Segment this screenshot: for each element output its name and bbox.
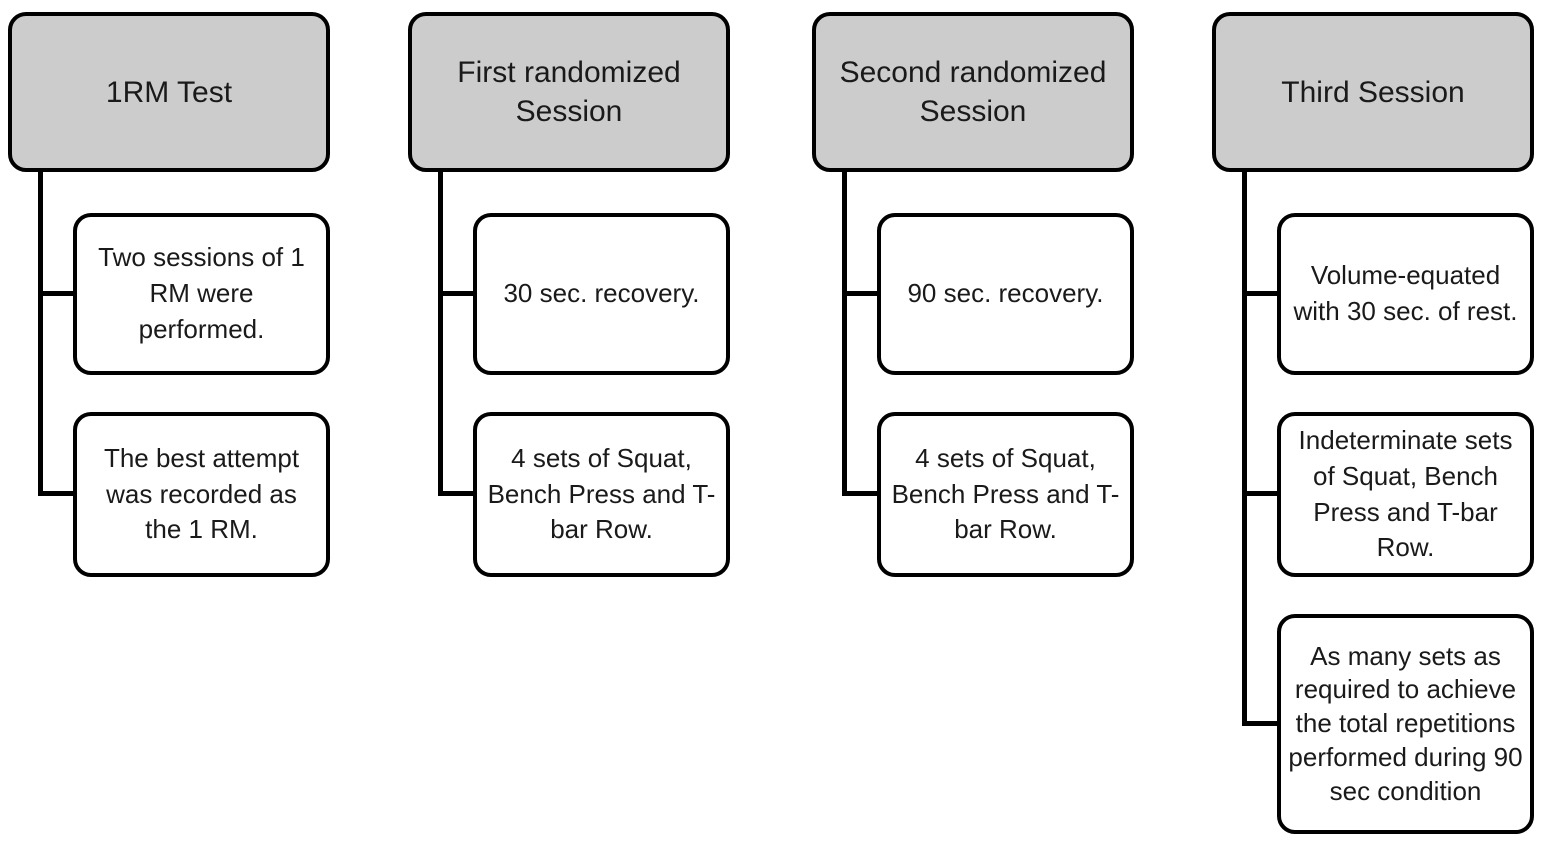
- header-label: Second randomized Session: [839, 56, 1107, 128]
- header-box-second-randomized-session: Second randomized Session: [812, 12, 1134, 172]
- column-second-randomized-session: Second randomized Session 90 sec. recove…: [812, 0, 1134, 849]
- connector-stub: [438, 291, 476, 296]
- connector-vertical-line: [438, 168, 443, 496]
- child-box-volume-equated: Volume-equated with 30 sec. of rest.: [1277, 213, 1534, 375]
- connector-stub: [1242, 721, 1280, 726]
- child-box-two-sessions: Two sessions of 1 RM were performed.: [73, 213, 330, 375]
- child-label: Indeterminate sets of Squat, Bench Press…: [1298, 424, 1513, 563]
- child-label: 4 sets of Squat, Bench Press and T-bar R…: [891, 442, 1120, 545]
- connector-stub: [842, 491, 880, 496]
- column-first-randomized-session: First randomized Session 30 sec. recover…: [408, 0, 730, 849]
- column-1rm-test: 1RM Test Two sessions of 1 RM were perfo…: [8, 0, 330, 849]
- connector-stub: [1242, 491, 1280, 496]
- connector-stub: [438, 491, 476, 496]
- connector-stub: [842, 291, 880, 296]
- connector-stub: [38, 491, 76, 496]
- child-label: The best attempt was recorded as the 1 R…: [103, 442, 300, 545]
- child-label: As many sets as required to achieve the …: [1288, 640, 1523, 806]
- child-label: Volume-equated with 30 sec. of rest.: [1293, 260, 1518, 326]
- child-label: 90 sec. recovery.: [907, 278, 1104, 309]
- header-box-third-session: Third Session: [1212, 12, 1534, 172]
- child-box-4-sets: 4 sets of Squat, Bench Press and T-bar R…: [473, 412, 730, 577]
- child-box-as-many-sets: As many sets as required to achieve the …: [1277, 614, 1534, 834]
- connector-stub: [1242, 291, 1280, 296]
- column-third-session: Third Session Volume-equated with 30 sec…: [1212, 0, 1534, 849]
- header-box-1rm-test: 1RM Test: [8, 12, 330, 172]
- child-label: 30 sec. recovery.: [503, 278, 700, 309]
- header-label: 1RM Test: [105, 75, 233, 109]
- child-box-indeterminate-sets: Indeterminate sets of Squat, Bench Press…: [1277, 412, 1534, 577]
- child-label: Two sessions of 1 RM were performed.: [98, 242, 305, 344]
- child-label: 4 sets of Squat, Bench Press and T-bar R…: [487, 442, 716, 545]
- child-box-30-sec-recovery: 30 sec. recovery.: [473, 213, 730, 375]
- child-box-4-sets: 4 sets of Squat, Bench Press and T-bar R…: [877, 412, 1134, 577]
- connector-vertical-line: [38, 168, 43, 496]
- child-box-best-attempt: The best attempt was recorded as the 1 R…: [73, 412, 330, 577]
- connector-stub: [38, 291, 76, 296]
- header-box-first-randomized-session: First randomized Session: [408, 12, 730, 172]
- connector-vertical-line: [1242, 168, 1247, 726]
- header-label: First randomized Session: [457, 56, 681, 128]
- child-box-90-sec-recovery: 90 sec. recovery.: [877, 213, 1134, 375]
- connector-vertical-line: [842, 168, 847, 496]
- header-label: Third Session: [1281, 75, 1465, 109]
